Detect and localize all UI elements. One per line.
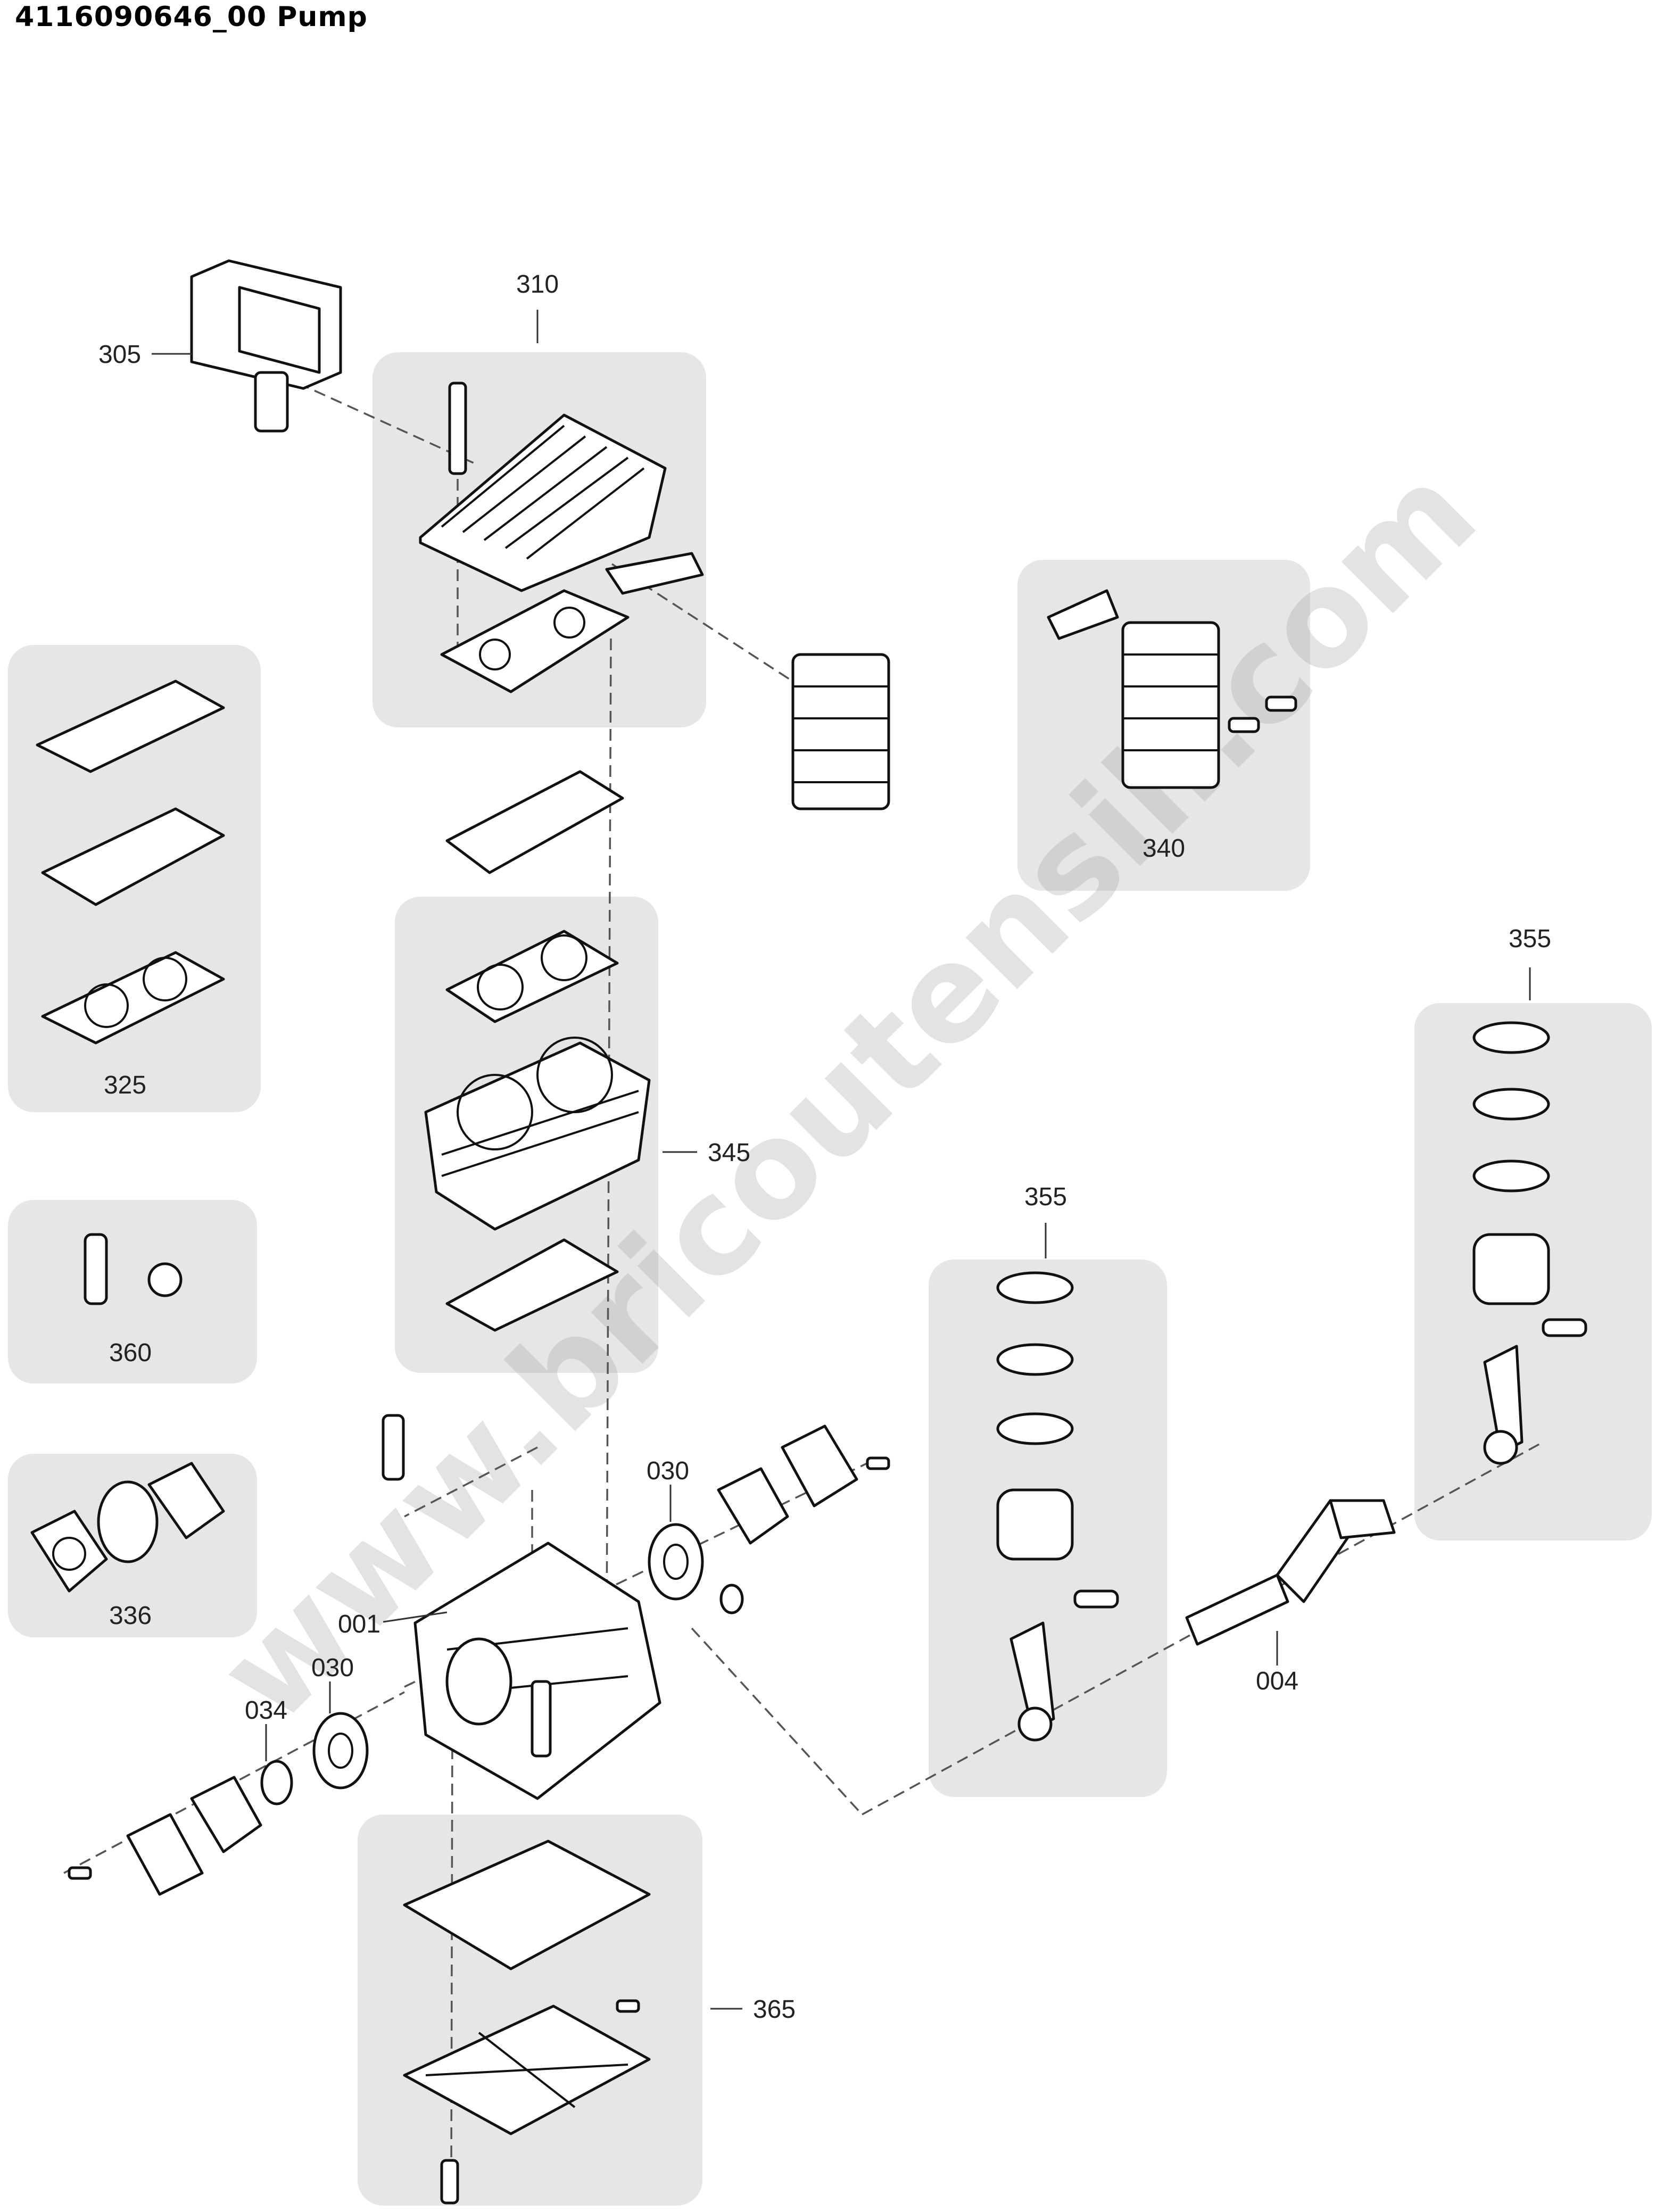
- part-360-breather-and-plug[interactable]: [84, 1233, 183, 1305]
- part-310-cylinder-head[interactable]: [419, 382, 704, 693]
- part-355-piston-kit-right[interactable]: [1472, 1021, 1587, 1465]
- leader-lines: [152, 310, 1531, 2010]
- callout-030-upper[interactable]: 030: [647, 1457, 689, 1485]
- callout-360[interactable]: 360: [109, 1339, 152, 1367]
- part-340-side-cover[interactable]: [1047, 589, 1297, 789]
- callout-355-middle[interactable]: 355: [1024, 1183, 1067, 1211]
- part-bearing-cover-right[interactable]: [717, 1424, 890, 1614]
- callout-004[interactable]: 004: [1256, 1667, 1298, 1695]
- part-325-valve-plate-gaskets[interactable]: [36, 680, 225, 1045]
- callout-030-lower[interactable]: 030: [311, 1654, 354, 1682]
- callout-325[interactable]: 325: [104, 1071, 146, 1099]
- part-355-piston-kit-middle[interactable]: [996, 1271, 1119, 1742]
- part-365-base-cover[interactable]: [403, 1840, 651, 2205]
- callout-001[interactable]: 001: [338, 1610, 380, 1638]
- callout-310[interactable]: 310: [516, 270, 559, 299]
- part-intake-cover[interactable]: [791, 653, 890, 810]
- kit-panel-360: [8, 1200, 257, 1383]
- callout-345[interactable]: 345: [708, 1139, 750, 1167]
- callout-336[interactable]: 336: [109, 1602, 152, 1630]
- part-030-bearing-upper[interactable]: [648, 1523, 704, 1601]
- part-bearing-cover-left[interactable]: [68, 1776, 262, 1896]
- part-345-cylinder[interactable]: [424, 930, 651, 1332]
- part-001-crankcase[interactable]: [382, 1414, 661, 1800]
- callout-034[interactable]: 034: [245, 1696, 287, 1725]
- callout-340[interactable]: 340: [1143, 834, 1185, 863]
- page-title: 4116090646_00 Pump: [15, 1, 368, 33]
- part-004-crankshaft[interactable]: [1185, 1499, 1396, 1646]
- part-336-bearing-cover-kit[interactable]: [30, 1462, 225, 1593]
- part-034-snap-ring[interactable]: [260, 1760, 293, 1805]
- callout-365[interactable]: 365: [753, 1995, 796, 2024]
- callout-305[interactable]: 305: [98, 341, 141, 369]
- part-305-air-filter[interactable]: [190, 259, 342, 433]
- part-030-bearing-lower[interactable]: [312, 1712, 369, 1790]
- callout-355-right[interactable]: 355: [1509, 925, 1551, 953]
- part-valve-plate[interactable]: [445, 770, 624, 874]
